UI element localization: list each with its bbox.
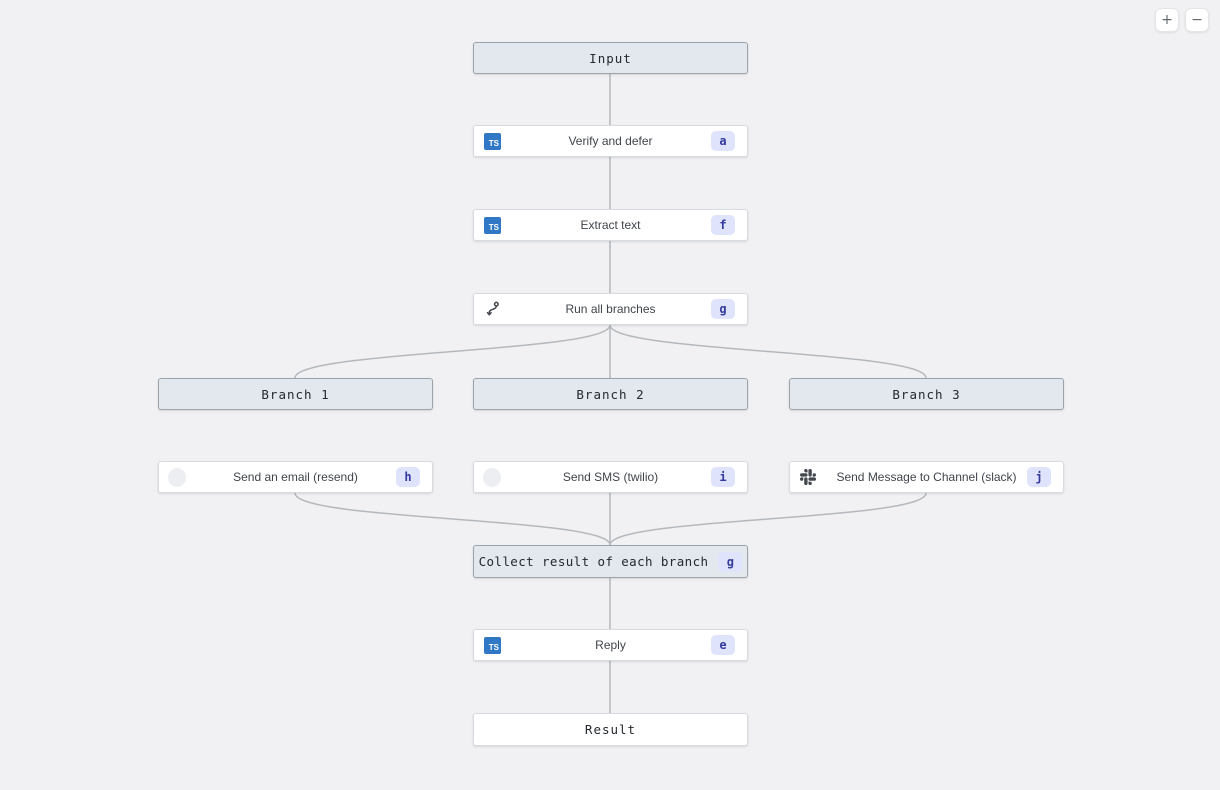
node-label: Result <box>584 722 637 737</box>
node-reply[interactable]: TS Reply e <box>473 629 748 661</box>
twilio-icon <box>483 467 501 487</box>
node-branch-2[interactable]: Branch 2 <box>473 378 748 410</box>
git-branch-icon <box>483 300 501 318</box>
node-label: Send an email (resend) <box>233 470 358 484</box>
node-branch-1[interactable]: Branch 1 <box>158 378 433 410</box>
node-result[interactable]: Result <box>473 713 748 746</box>
key-badge: g <box>718 551 743 572</box>
node-label: Send SMS (twilio) <box>562 470 659 484</box>
node-label: Extract text <box>580 218 641 232</box>
node-verify-and-defer[interactable]: TS Verify and defer a <box>473 125 748 157</box>
key-badge: i <box>711 467 735 487</box>
edge-slack-collect <box>609 492 927 546</box>
node-label: Collect result of each branch <box>478 554 709 569</box>
node-send-sms-twilio[interactable]: Send SMS (twilio) i <box>473 461 748 493</box>
node-label: Branch 1 <box>261 386 330 402</box>
typescript-icon: TS <box>483 132 501 150</box>
node-extract-text[interactable]: TS Extract text f <box>473 209 748 241</box>
zoom-in-button[interactable]: + <box>1155 8 1179 32</box>
edge-email-collect <box>294 492 611 546</box>
node-label: Branch 2 <box>576 386 645 402</box>
edge-run-branch3 <box>609 324 927 379</box>
key-badge: h <box>396 467 420 487</box>
node-label: Reply <box>595 638 626 652</box>
resend-icon <box>168 467 186 487</box>
node-branch-3[interactable]: Branch 3 <box>789 378 1064 410</box>
key-badge: e <box>711 635 735 655</box>
node-label: Run all branches <box>565 302 656 316</box>
node-label: Send Message to Channel (slack) <box>836 470 1017 484</box>
zoom-out-button[interactable]: − <box>1185 8 1209 32</box>
key-badge: g <box>711 299 735 319</box>
key-badge: f <box>711 215 735 235</box>
node-run-all-branches[interactable]: Run all branches g <box>473 293 748 325</box>
node-collect-result[interactable]: Collect result of each branch g <box>473 545 748 578</box>
node-label: Verify and defer <box>568 134 653 148</box>
node-label: Input <box>589 50 632 66</box>
node-input[interactable]: Input <box>473 42 748 74</box>
typescript-icon: TS <box>483 636 501 654</box>
key-badge: a <box>711 131 735 151</box>
zoom-controls: + − <box>1155 8 1209 32</box>
edge-run-branch1 <box>294 324 611 379</box>
node-send-message-slack[interactable]: Send Message to Channel (slack) j <box>789 461 1064 493</box>
node-label: Branch 3 <box>892 386 961 402</box>
typescript-icon: TS <box>483 216 501 234</box>
key-badge: j <box>1027 467 1051 487</box>
node-send-email-resend[interactable]: Send an email (resend) h <box>158 461 433 493</box>
